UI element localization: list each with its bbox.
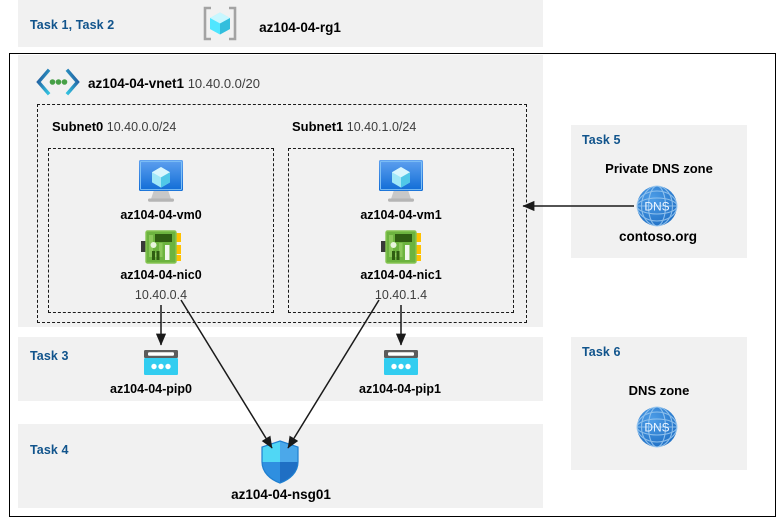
- resource-group-panel: [18, 0, 543, 47]
- dns-zone-icon: DNS: [635, 405, 679, 449]
- pip0-name: az104-04-pip0: [110, 382, 192, 396]
- subnet1-prefix: 10.40.1.0/24: [346, 120, 417, 134]
- vnet-title: az104-04-vnet1 10.40.0.0/20: [88, 76, 260, 91]
- nic1-name: az104-04-nic1: [360, 268, 442, 282]
- nsg-name: az104-04-nsg01: [231, 487, 331, 502]
- public-dns-heading: DNS zone: [628, 383, 690, 398]
- svg-text:DNS: DNS: [644, 200, 669, 214]
- network-security-group-icon: [260, 440, 300, 484]
- nic0-ip: 10.40.0.4: [134, 288, 188, 302]
- vm1-name: az104-04-vm1: [360, 208, 442, 222]
- task-label-3: Task 3: [30, 349, 69, 363]
- vm0-name: az104-04-vm0: [120, 208, 202, 222]
- network-interface-icon: [379, 229, 423, 265]
- subnet0-name: Subnet0: [52, 119, 104, 134]
- task-label-6: Task 6: [582, 345, 621, 359]
- public-ip-panel: [18, 337, 543, 401]
- subnet1-name: Subnet1: [292, 119, 344, 134]
- task-label-5: Task 5: [582, 133, 621, 147]
- private-dns-heading: Private DNS zone: [605, 161, 713, 176]
- resource-group-name: az104-04-rg1: [259, 20, 341, 35]
- vnet-address-space: 10.40.0.0/20: [187, 76, 260, 91]
- subnet0-prefix: 10.40.0.0/24: [106, 120, 177, 134]
- dns-zone-icon: DNS: [635, 184, 679, 228]
- task-label-4: Task 4: [30, 443, 69, 457]
- resource-group-icon: [202, 6, 238, 41]
- network-interface-icon: [139, 229, 183, 265]
- public-ip-address-icon: [142, 349, 180, 377]
- private-dns-name: contoso.org: [619, 229, 697, 244]
- subnet0-title: Subnet0 10.40.0.0/24: [52, 119, 176, 134]
- subnet1-title: Subnet1 10.40.1.0/24: [292, 119, 416, 134]
- vnet-background: [18, 55, 543, 327]
- svg-text:DNS: DNS: [644, 421, 669, 435]
- virtual-network-icon: [35, 68, 81, 96]
- subnets-container: [37, 104, 527, 323]
- virtual-machine-icon: [136, 158, 186, 204]
- vnet-name: az104-04-vnet1: [88, 76, 185, 91]
- public-dns-panel: [571, 337, 747, 470]
- virtual-machine-icon: [376, 158, 426, 204]
- nic0-name: az104-04-nic0: [120, 268, 202, 282]
- nic1-ip: 10.40.1.4: [374, 288, 428, 302]
- task-label-1-2: Task 1, Task 2: [30, 18, 115, 32]
- pip1-name: az104-04-pip1: [359, 382, 441, 396]
- public-ip-address-icon: [382, 349, 420, 377]
